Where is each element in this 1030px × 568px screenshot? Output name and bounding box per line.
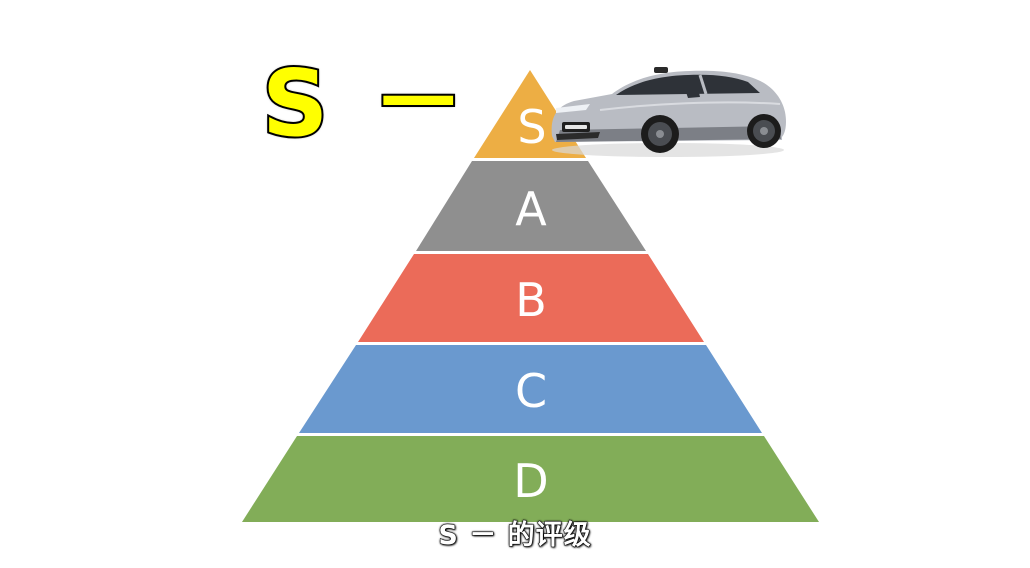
tier-b-label: B [515, 273, 547, 327]
tier-a-band [416, 161, 646, 251]
tier-c-label: C [515, 364, 547, 418]
tier-heading: S － [260, 50, 471, 157]
tier-d-band [242, 436, 819, 522]
tier-b-band [358, 254, 704, 342]
tier-a-label: A [515, 182, 547, 236]
tier-c-band [299, 345, 762, 433]
tier-s-label: S [517, 100, 546, 154]
car-image [551, 67, 786, 157]
subtitle-caption: S － 的评级 [438, 520, 592, 552]
tier-d-label: D [513, 454, 548, 508]
